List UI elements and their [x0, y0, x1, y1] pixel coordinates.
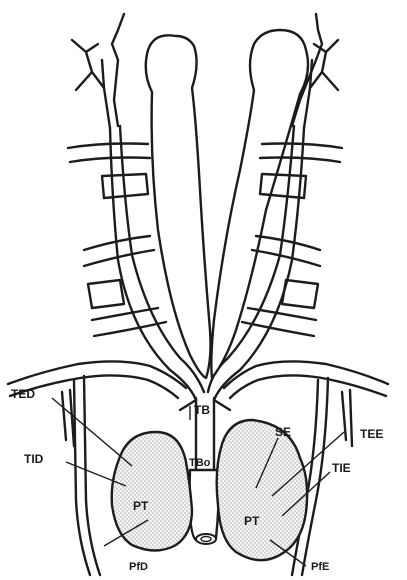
label-pt-right: PT — [244, 514, 260, 528]
left-pt-gland — [112, 432, 192, 551]
label-pfe: PfE — [311, 561, 329, 573]
left-lobe — [146, 35, 211, 378]
label-tb: TB — [194, 403, 210, 417]
label-se: SE — [275, 425, 291, 439]
label-tid: TID — [24, 452, 44, 466]
label-pfd: PfD — [129, 561, 148, 573]
label-tee: TEE — [360, 427, 383, 441]
label-ted: TED — [11, 387, 35, 401]
label-tie: TIE — [332, 461, 351, 475]
label-tbo: TBo — [189, 457, 211, 469]
right-pt-gland — [217, 420, 307, 560]
label-pt-left: PT — [133, 499, 149, 513]
